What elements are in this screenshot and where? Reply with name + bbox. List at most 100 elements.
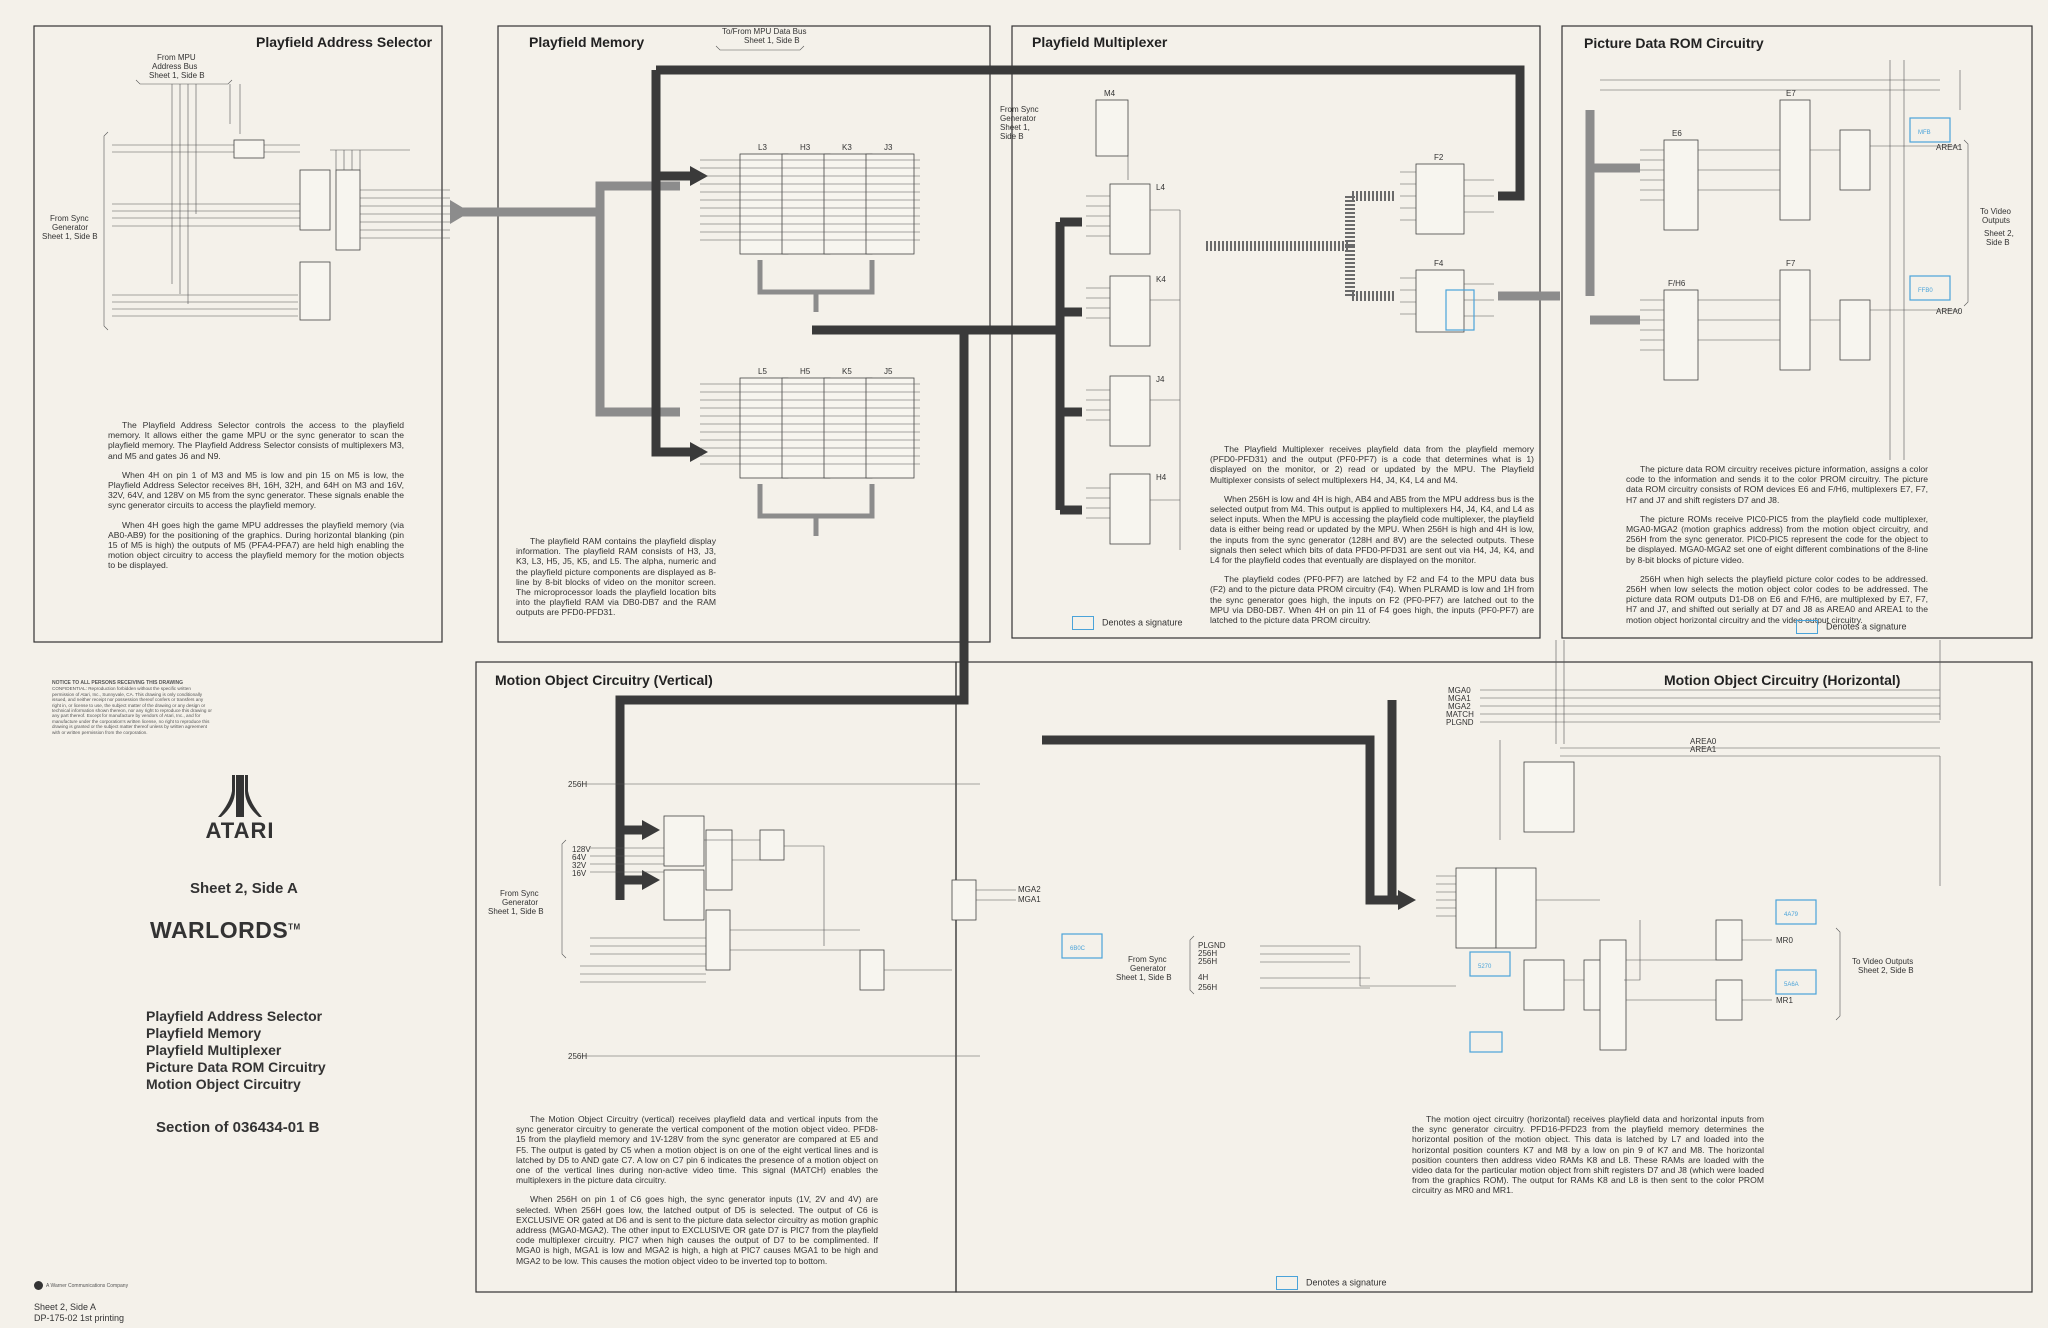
chip-f4 [1415,269,1465,333]
para-address-2: When 4H on pin 1 of M3 and M5 is low and… [108,469,404,511]
label-video-out-2: Outputs [1982,216,2010,225]
sig-box-mux [1445,289,1475,331]
brace-sync [103,131,109,331]
para-mov-1: The Motion Object Circuitry (vertical) r… [516,1114,878,1186]
brace-moh-out [1835,927,1841,1021]
contents-list: Playfield Address Selector Playfield Mem… [146,1008,376,1093]
para-moh-1: The motion oject circuitry (horizontal) … [1412,1114,1764,1196]
legend-text: Denotes a signature [1306,1277,1387,1288]
para-rom-2: The picture ROMs receive PIC0-PIC5 from … [1626,513,1928,565]
chip-j5: J5 [884,367,893,376]
label-match: MATCH [1446,710,1474,719]
sig-box-rom-2 [1909,275,1951,301]
game-title: WARLORDSTM [150,917,376,944]
contents-item: Picture Data ROM Circuitry [146,1059,326,1075]
rom-chips [1600,60,1961,460]
moh-chips [1260,740,1941,1051]
arrow-address-in [450,200,470,224]
confidential-notice: NOTICE TO ALL PERSONS RECEIVING THIS DRA… [52,680,212,735]
wcc-logo-icon [34,1281,43,1290]
label-h4: H4 [1156,473,1167,482]
arrow-mo-v1 [642,820,660,840]
title-multiplexer: Playfield Multiplexer [1032,34,1168,50]
label-area0: AREA0 [1936,307,1963,316]
bus-mo-h [1042,735,1398,905]
chip-n9 [335,169,361,251]
bus-mo-v [615,750,642,885]
contents-item: Motion Object Circuitry [146,1076,301,1092]
para-mov-2: When 256H on pin 1 of C6 goes high, the … [516,1194,878,1266]
label-mov-sync-2: Generator [502,898,538,907]
chip-m3 [299,169,331,231]
bus-rom-inputs [1590,163,1640,325]
arrow-data-mem-top [690,166,708,186]
arrow-mo-v2 [642,870,660,890]
para-mux-1: The Playfield Multiplexer receives playf… [1210,444,1534,485]
sig-mov: 6B0C [1070,946,1086,952]
title-memory: Playfield Memory [529,34,644,50]
sig-moh-1: 5270 [1478,964,1492,970]
arrow-data-mem-bottom [690,442,708,462]
label-v64: 64V [572,853,587,862]
atari-wordmark: ATARI [205,818,275,843]
text-address-selector: The Playfield Address Selector controls … [108,420,404,580]
label-mga1: MGA1 [1448,694,1471,703]
label-l4: L4 [1156,183,1165,192]
label-moh-4h: 4H [1198,973,1208,982]
mux-latch-wires [1400,171,1494,317]
label-video-out-3: Sheet 2, [1984,229,2014,238]
label-moh-256h-1: 256H [1198,949,1217,958]
label-from-mpu-3: Sheet 1, Side B [149,71,205,80]
address-wires [112,84,450,317]
para-mux-3: The playfield codes (PF0-PF7) are latche… [1210,574,1534,626]
label-moh-256h-3: 256H [1198,983,1217,992]
para-mux-2: When 256H is low and 4H is high, AB4 and… [1210,493,1534,566]
memory-output-merge [757,260,875,536]
chip-l5: L5 [758,367,767,376]
text-mo-horizontal: The motion oject circuitry (horizontal) … [1412,1114,1764,1205]
sig-rom-1: MFB [1918,130,1931,136]
label-mov-h256b: 256H [568,1052,587,1061]
contents-item: Playfield Multiplexer [146,1042,282,1058]
brace-mov-sync [561,839,567,959]
label-from-mpu-2: Address Bus [152,62,197,71]
label-mov-sync-3: Sheet 1, Side B [488,907,544,916]
para-memory-1: The playfield RAM contains the playfield… [516,536,716,618]
brace-mpu-bus [135,79,233,85]
label-from-sync-3: Sheet 1, Side B [42,232,98,241]
label-moh-256h-2: 256H [1198,957,1217,966]
label-moh-sync-2: Generator [1130,964,1166,973]
legend-signature-top: Denotes a signature [1072,616,1183,630]
sig-box-moh-2 [1775,899,1817,925]
brace-moh-sync [1189,935,1195,995]
mov-chips [580,783,1016,1057]
atari-logo: ATARI [200,775,280,844]
label-mov-h256: 256H [568,780,587,789]
sheet-label: Sheet 2, Side A [190,880,298,897]
bus-data-down [651,70,690,457]
text-multiplexer: The Playfield Multiplexer receives playf… [1210,444,1534,634]
chip-m5 [299,261,331,321]
label-f7: F7 [1786,259,1796,268]
label-mux-sync-4: Side B [1000,132,1024,141]
panel-mo-horizontal [955,661,2033,1293]
bus-pfd-horiz [1380,700,1397,905]
para-rom-3: 256H when high selects the playfield pic… [1626,573,1928,625]
panel-address-selector [33,25,443,643]
text-rom: The picture data ROM circuitry receives … [1626,464,1928,634]
label-mga2: MGA2 [1448,702,1471,711]
memory-bottom [700,377,920,479]
footer-sheet: Sheet 2, Side A [34,1302,97,1312]
label-area1: AREA1 [1936,143,1963,152]
legend-swatch [1072,616,1094,630]
label-moh-sync-3: Sheet 1, Side B [1116,973,1172,982]
label-v32: 32V [572,861,587,870]
label-moh-area0: AREA0 [1690,737,1717,746]
title-mo-vertical: Motion Object Circuitry (Vertical) [495,672,713,688]
legend-signature-bottom: Denotes a signature [1276,1276,1387,1290]
wcc-text: A Warner Communications Company [46,1282,129,1289]
label-from-sync-2: Generator [52,223,88,232]
label-mux-sync-3: Sheet 1, [1000,123,1030,132]
label-moh-plgnd: PLGND [1198,941,1226,950]
arrow-mo-h [1398,890,1416,910]
